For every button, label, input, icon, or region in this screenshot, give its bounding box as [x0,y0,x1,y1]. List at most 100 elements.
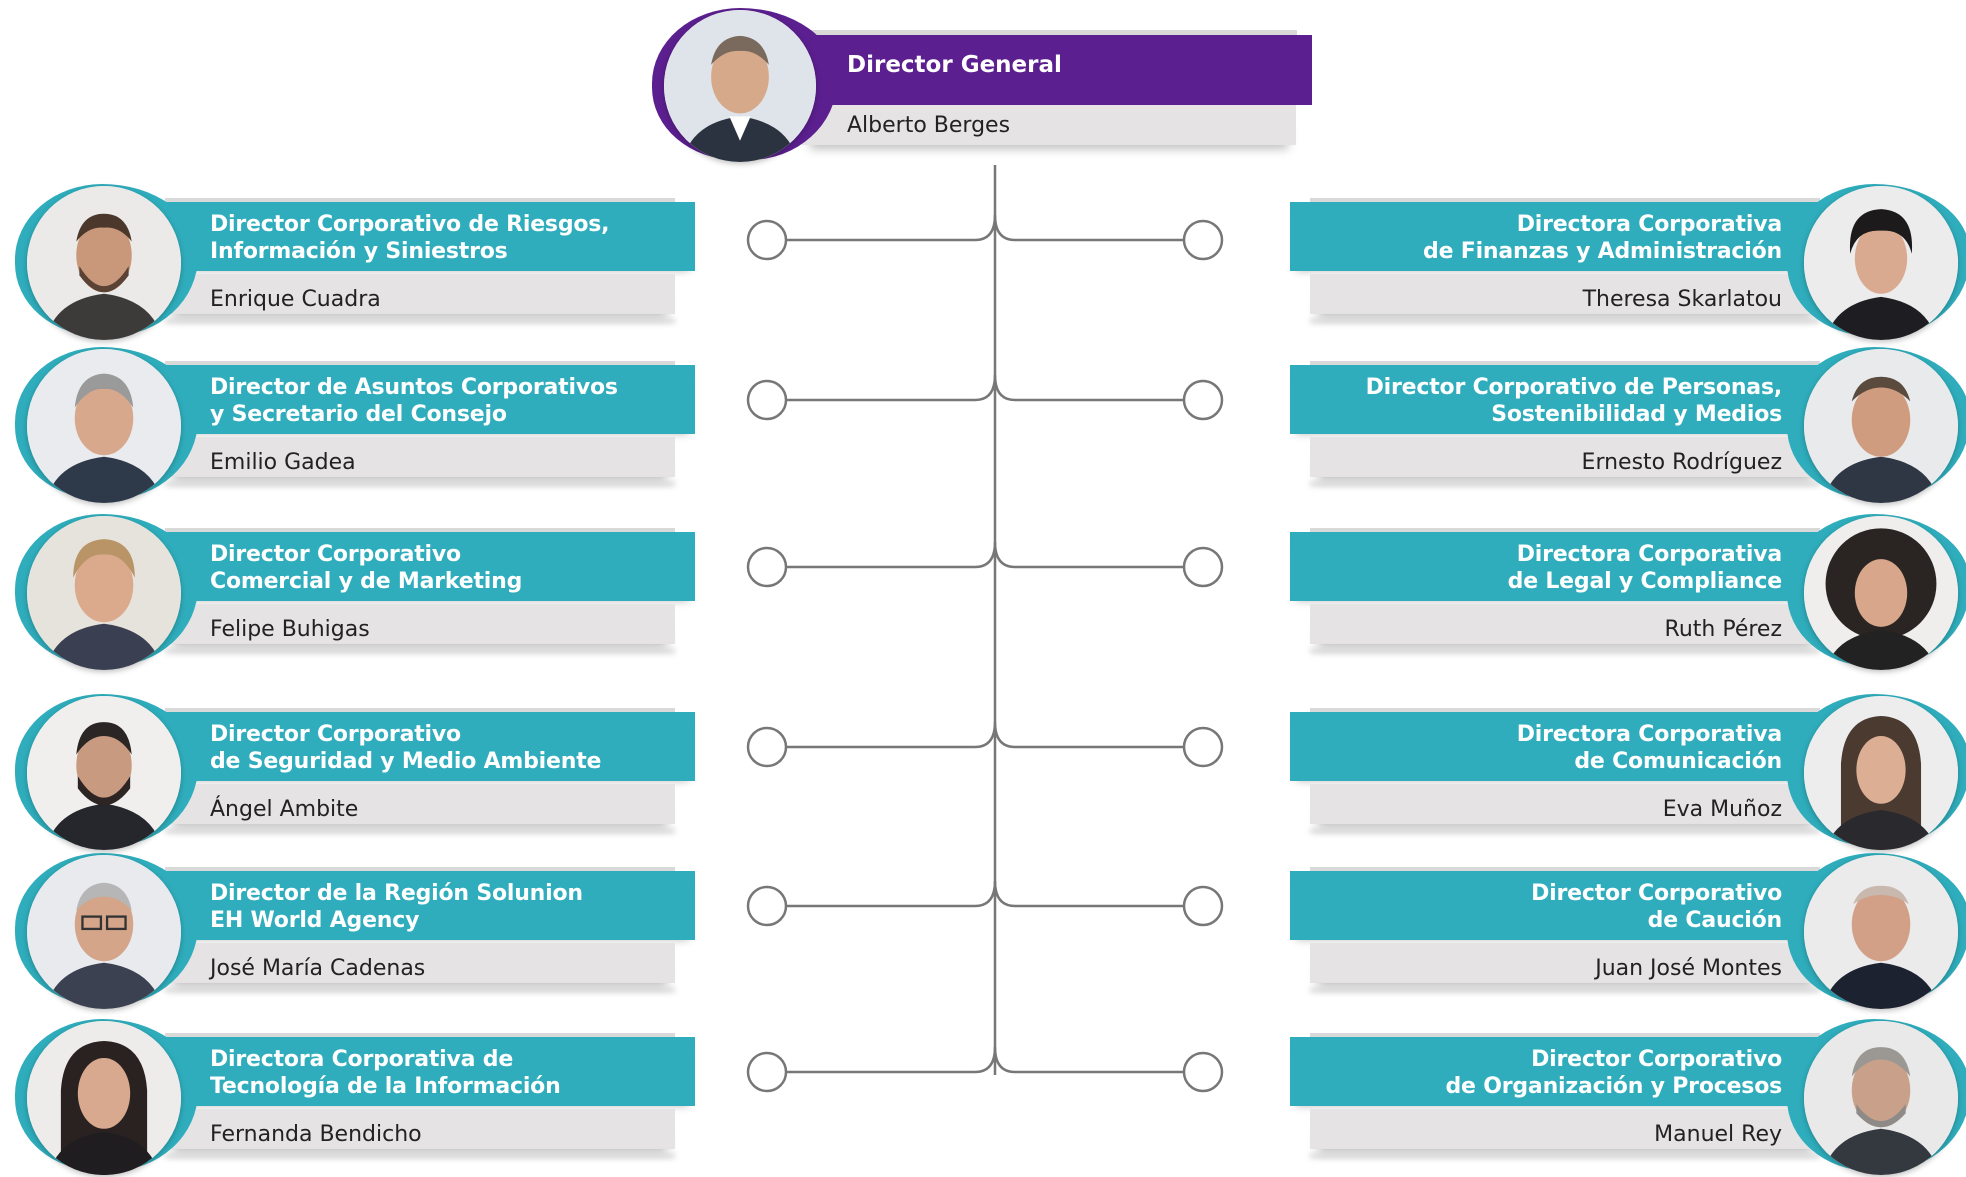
title-band [165,712,695,781]
portrait-photo [1804,696,1958,850]
card-top-line [1310,867,1820,872]
title-band [1290,712,1820,781]
title-band [1290,202,1820,271]
role-title: Directora Corporativa de Tecnología de l… [210,1047,561,1099]
person-name: José María Cadenas [210,956,426,981]
connector-node-left-6 [746,1051,788,1093]
card-top-line [165,528,675,533]
portrait-photo [27,696,181,850]
connector-node-right-3 [1182,546,1224,588]
role-title: Director Corporativo de Seguridad y Medi… [210,722,602,774]
person-name: Eva Muñoz [1662,797,1782,822]
portrait-photo [1804,516,1958,670]
role-title: Directora Corporativa de Comunicación [1516,722,1783,774]
card-top-line [165,361,675,366]
card-top-line [1310,1033,1820,1038]
org-card-right-1: Directora Corporativa de Finanzas y Admi… [1270,182,1966,342]
card-top-line [165,708,675,713]
person-name: Felipe Buhigas [210,617,370,642]
connector-node-right-6 [1182,1051,1224,1093]
title-band [1290,365,1820,434]
card-top-line [1310,528,1820,533]
connector-node-left-1 [746,219,788,261]
person-name: Enrique Cuadra [210,287,381,312]
person-name: Ernesto Rodríguez [1581,450,1782,475]
org-card-right-3: Directora Corporativa de Legal y Complia… [1270,512,1966,672]
person-name: Emilio Gadea [210,450,356,475]
portrait-photo [27,349,181,503]
name-bar [1310,274,1820,314]
name-bar [165,943,675,983]
org-card-left-2: Director de Asuntos Corporativos y Secre… [15,345,715,505]
portrait-photo [27,186,181,340]
org-card-right-6: Director Corporativo de Organización y P… [1270,1017,1966,1177]
org-card-left-1: Director Corporativo de Riesgos, Informa… [15,182,715,342]
director-general-card: Director General Alberto Berges [652,8,1332,168]
role-title: Director de Asuntos Corporativos y Secre… [210,375,618,427]
name-bar [165,437,675,477]
name-bar [165,784,675,824]
portrait-photo [27,1021,181,1175]
person-name: Ruth Pérez [1664,617,1782,642]
connector-node-right-2 [1182,379,1224,421]
name-bar [1310,943,1820,983]
title-band [1290,532,1820,601]
role-title: Director Corporativo de Caución [1531,881,1782,933]
name-bar [1310,784,1820,824]
portrait-photo [1804,349,1958,503]
role-title: Directora Corporativa de Legal y Complia… [1507,542,1783,594]
title-band [802,35,1312,105]
card-top-line [802,30,1297,35]
title-band [1290,1037,1820,1106]
name-bar [165,1109,675,1149]
portrait-photo [27,855,181,1009]
title-band [165,202,695,271]
card-top-line [165,867,675,872]
card-top-line [1310,708,1820,713]
name-bar [165,274,675,314]
connector-node-left-3 [746,546,788,588]
connector-node-right-4 [1182,726,1224,768]
role-title: Director de la Región Solunion EH World … [210,881,583,933]
title-band [165,365,695,434]
role-title: Directora Corporativa de Finanzas y Admi… [1423,212,1782,264]
role-title: Director General [847,52,1062,78]
name-bar [1310,437,1820,477]
role-title: Director Corporativo de Riesgos, Informa… [210,212,610,264]
org-card-left-6: Directora Corporativa de Tecnología de l… [15,1017,715,1177]
card-top-line [165,198,675,203]
org-card-right-2: Director Corporativo de Personas, Sosten… [1270,345,1966,505]
org-card-left-3: Director Corporativo Comercial y de Mark… [15,512,715,672]
portrait-photo [27,516,181,670]
name-bar [165,604,675,644]
connector-node-right-5 [1182,885,1224,927]
role-title: Director Corporativo Comercial y de Mark… [210,542,523,594]
role-title: Director Corporativo de Organización y P… [1445,1047,1783,1099]
portrait-photo [1804,855,1958,1009]
person-name: Juan José Montes [1595,956,1782,981]
title-band [165,871,695,940]
role-title: Director Corporativo de Personas, Sosten… [1365,375,1783,427]
name-bar [1310,604,1820,644]
person-name: Manuel Rey [1654,1122,1782,1147]
card-top-line [1310,198,1820,203]
person-name: Ángel Ambite [210,797,359,822]
org-card-right-4: Directora Corporativa de Comunicación Ev… [1270,692,1966,852]
card-top-line [165,1033,675,1038]
portrait-photo [1804,1021,1958,1175]
title-band [165,1037,695,1106]
person-name: Fernanda Bendicho [210,1122,422,1147]
name-bar [1310,1109,1820,1149]
connector-node-left-5 [746,885,788,927]
org-card-right-5: Director Corporativo de Caución Juan Jos… [1270,851,1966,1011]
org-card-left-5: Director de la Región Solunion EH World … [15,851,715,1011]
person-name: Alberto Berges [847,113,1011,138]
person-name: Theresa Skarlatou [1582,287,1782,312]
title-band [165,532,695,601]
connector-node-right-1 [1182,219,1224,261]
org-card-left-4: Director Corporativo de Seguridad y Medi… [15,692,715,852]
name-bar [802,105,1296,145]
connector-node-left-4 [746,726,788,768]
connector-node-left-2 [746,379,788,421]
